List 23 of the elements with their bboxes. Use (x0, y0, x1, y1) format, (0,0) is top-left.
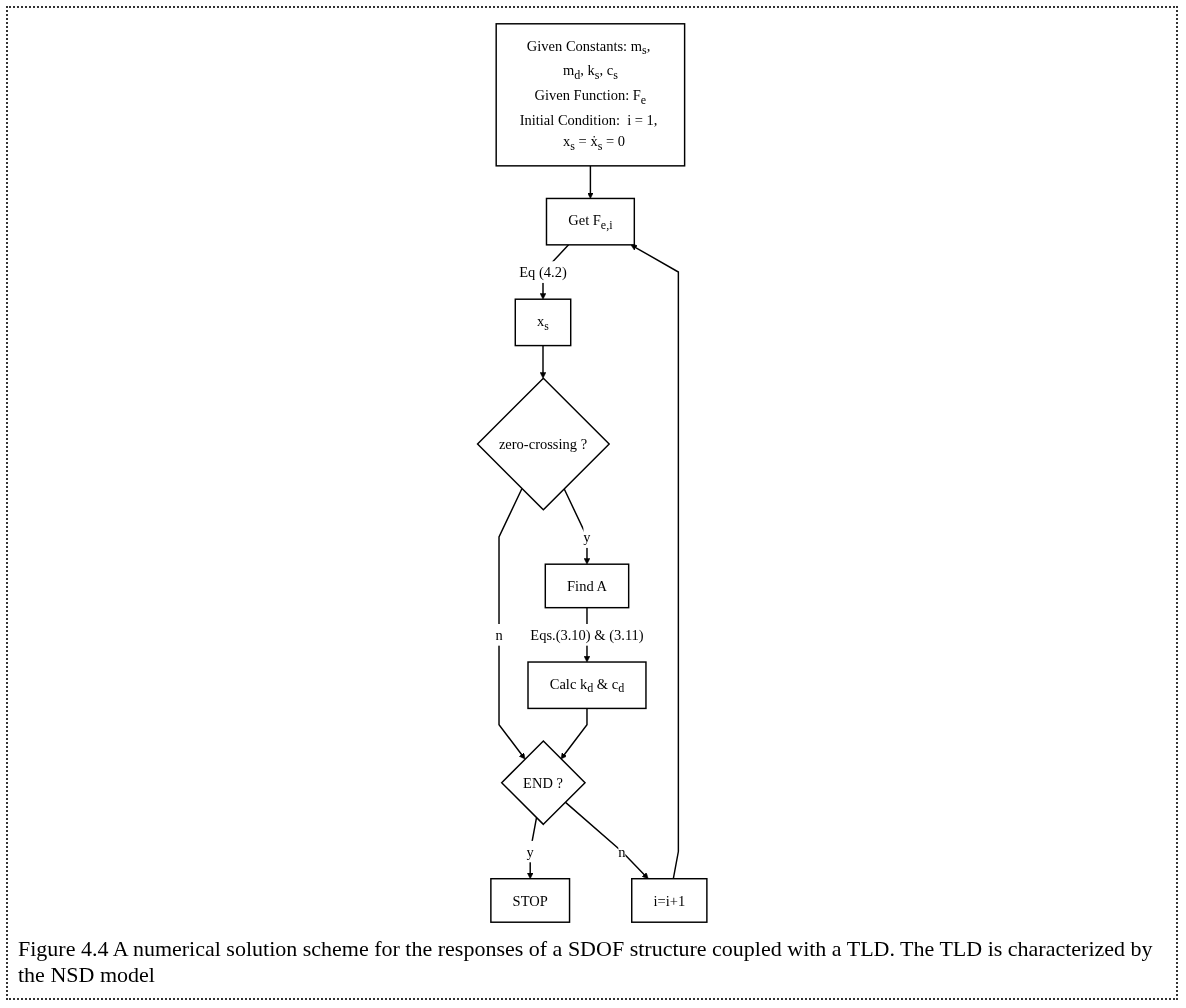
node-diamond: zero-crossing ? (476, 377, 610, 511)
arrow (564, 801, 649, 879)
arrow (560, 707, 588, 760)
arrow (587, 165, 594, 199)
edge-label: n (618, 843, 626, 860)
edge-label: Eq (4.2) (519, 264, 567, 280)
node-diamond: END ? (500, 740, 586, 826)
edge-label: y (526, 843, 534, 860)
figure-caption: Figure 4.4 A numerical solution scheme for the responses of a SDOF structure coupled with a TLD. The TLD is characterized by the NSD model (18, 936, 1154, 988)
node-box: Find A (544, 563, 630, 609)
arrow (498, 487, 526, 760)
edge-label: Eqs.(3.10) & (3.11) (530, 626, 644, 643)
node-box: Get F$_{e,i}$ (545, 197, 635, 246)
node-box: Given Constants: m$_{s}$, m$_{d}$, k$_{s}$, c$_{s}$ Given Function: F$_{e}$ Initial Condition: i = 1, x$_{s}$ = ẋ$_{s}$ = 0 (495, 23, 686, 167)
node-box: STOP (489, 878, 571, 923)
arrow (630, 244, 679, 880)
node-box: i=i+1 (630, 878, 708, 923)
edge-label: n (495, 626, 503, 643)
arrow (539, 344, 546, 379)
node-box: x$_{s}$ (514, 298, 572, 347)
node-box: Calc k$_{d}$ & c$_{d}$ (527, 661, 647, 710)
edge-label: y (583, 529, 591, 545)
arrow (526, 817, 537, 879)
